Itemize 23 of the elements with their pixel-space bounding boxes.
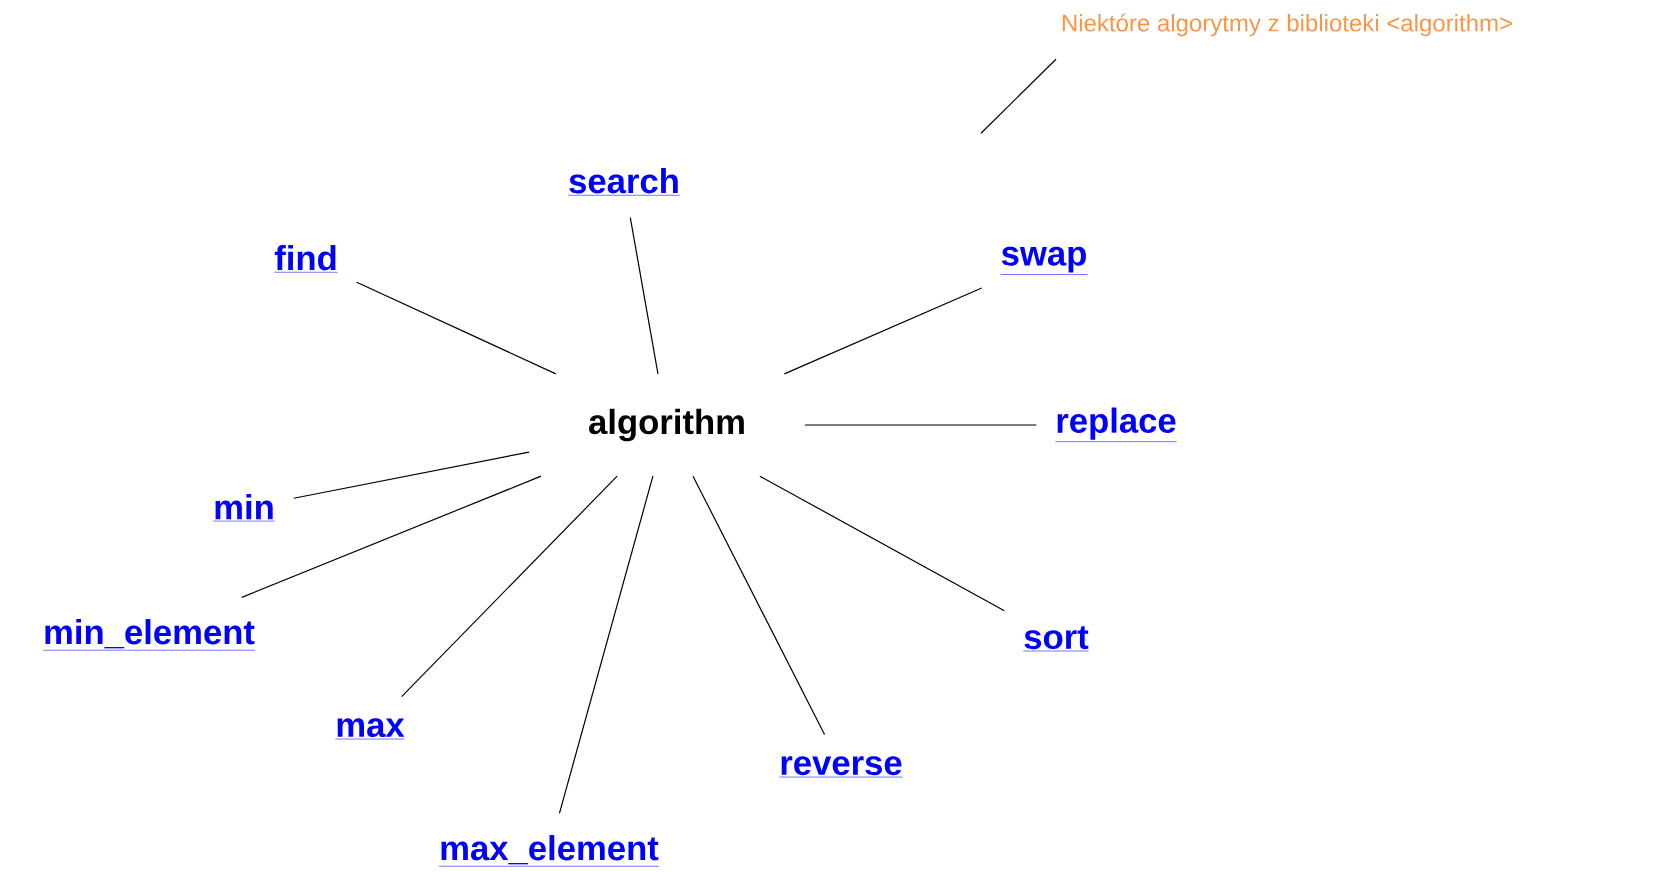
connector-line	[692, 475, 826, 736]
link-text: replace	[1055, 407, 1177, 442]
link-text: search	[567, 167, 681, 196]
connector-line	[356, 281, 557, 375]
link-text: min	[212, 494, 276, 522]
title-text: Niektóre algorytmy z biblioteki <algorithm>	[1062, 13, 1512, 37]
connector-line	[629, 217, 659, 375]
connector-line	[759, 475, 1005, 612]
connector-line	[804, 424, 1037, 426]
link-text: max_element	[438, 835, 660, 867]
connector-line	[558, 475, 654, 814]
link-text: find	[273, 244, 339, 273]
connector-line	[401, 475, 618, 698]
connector-line	[293, 451, 530, 499]
link-text: min_element	[42, 619, 256, 651]
connector-line	[241, 475, 542, 598]
link-text: swap	[1000, 246, 1088, 275]
leader-line	[980, 58, 1057, 134]
link-text: sort	[1023, 626, 1090, 652]
link-text: reverse	[779, 756, 903, 778]
center-label: algorithm	[589, 408, 744, 442]
connector-line	[783, 287, 983, 375]
link-text: max	[335, 718, 405, 740]
